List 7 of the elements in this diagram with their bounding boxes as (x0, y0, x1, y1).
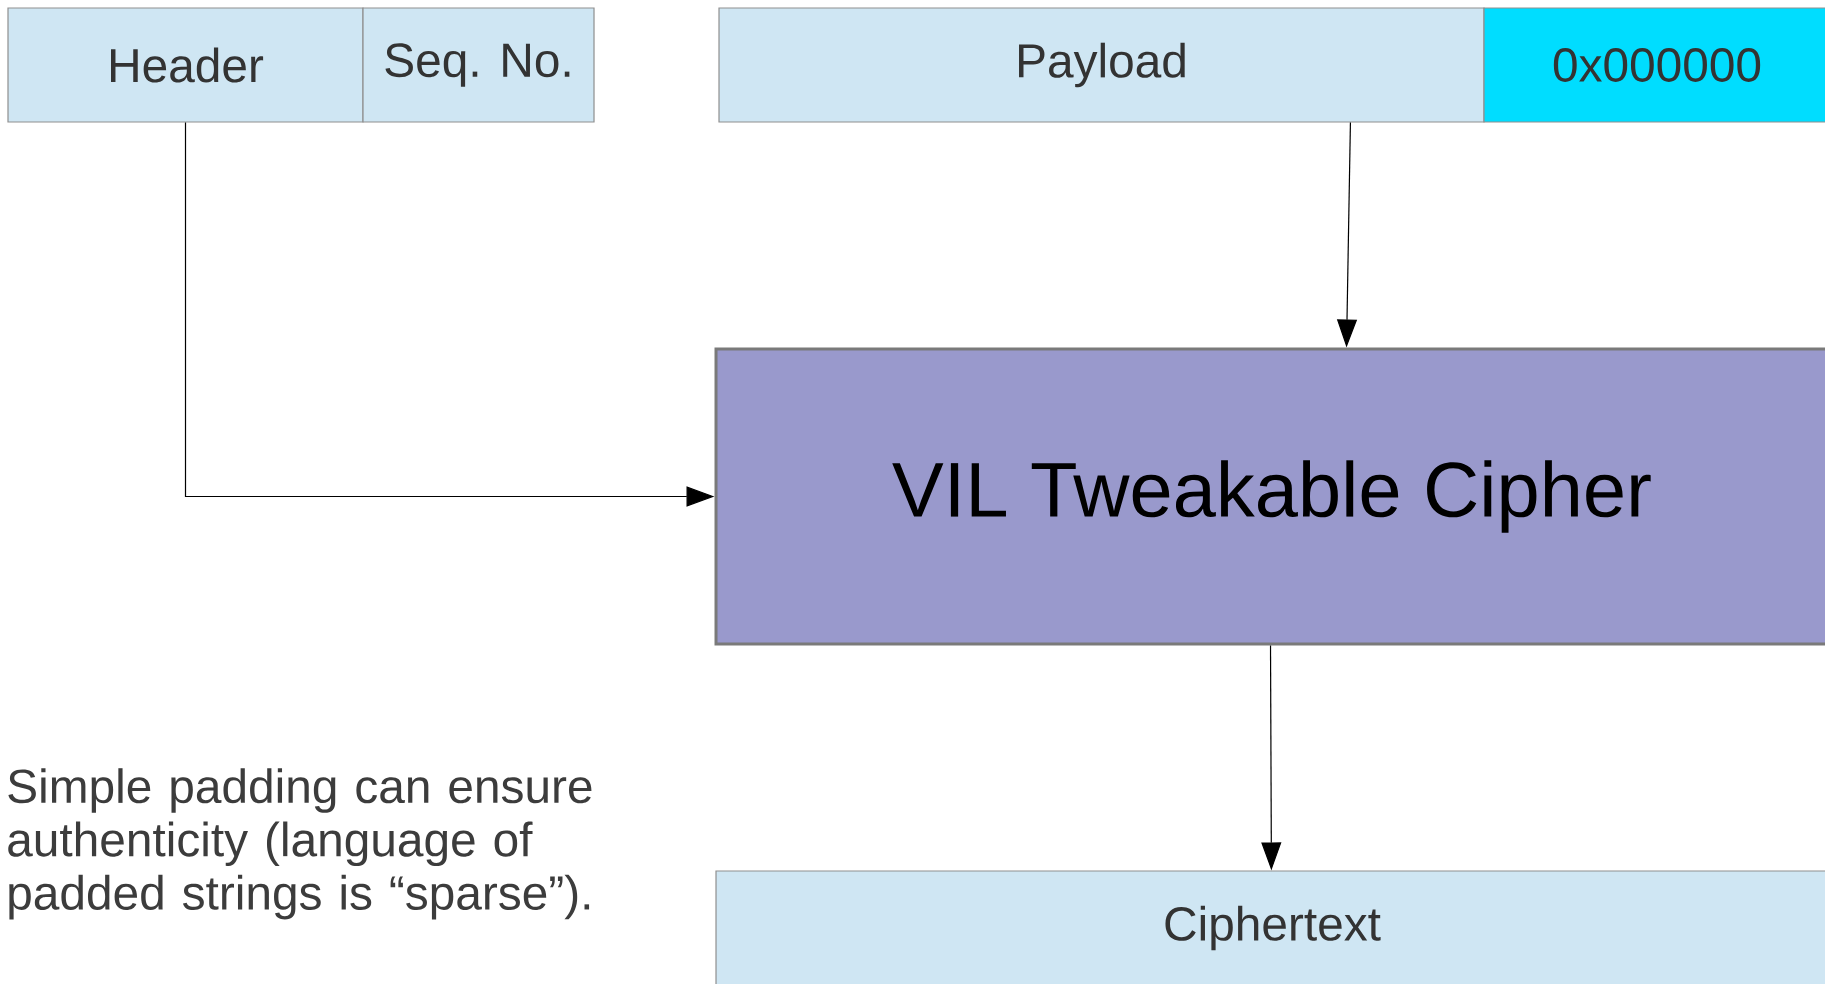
field-box: Seq. No. (362, 7, 595, 123)
field-box: Payload (718, 7, 1485, 123)
output-box: Ciphertext (715, 870, 1825, 984)
note-text: Simple padding can ensure authenticity (language of padded strings is “sparse”). (8, 768, 592, 920)
padding-box: 0x000000 (1483, 7, 1825, 123)
field-box: Header (7, 7, 364, 123)
cipher-box: VIL Tweakable Cipher (714, 347, 1825, 646)
